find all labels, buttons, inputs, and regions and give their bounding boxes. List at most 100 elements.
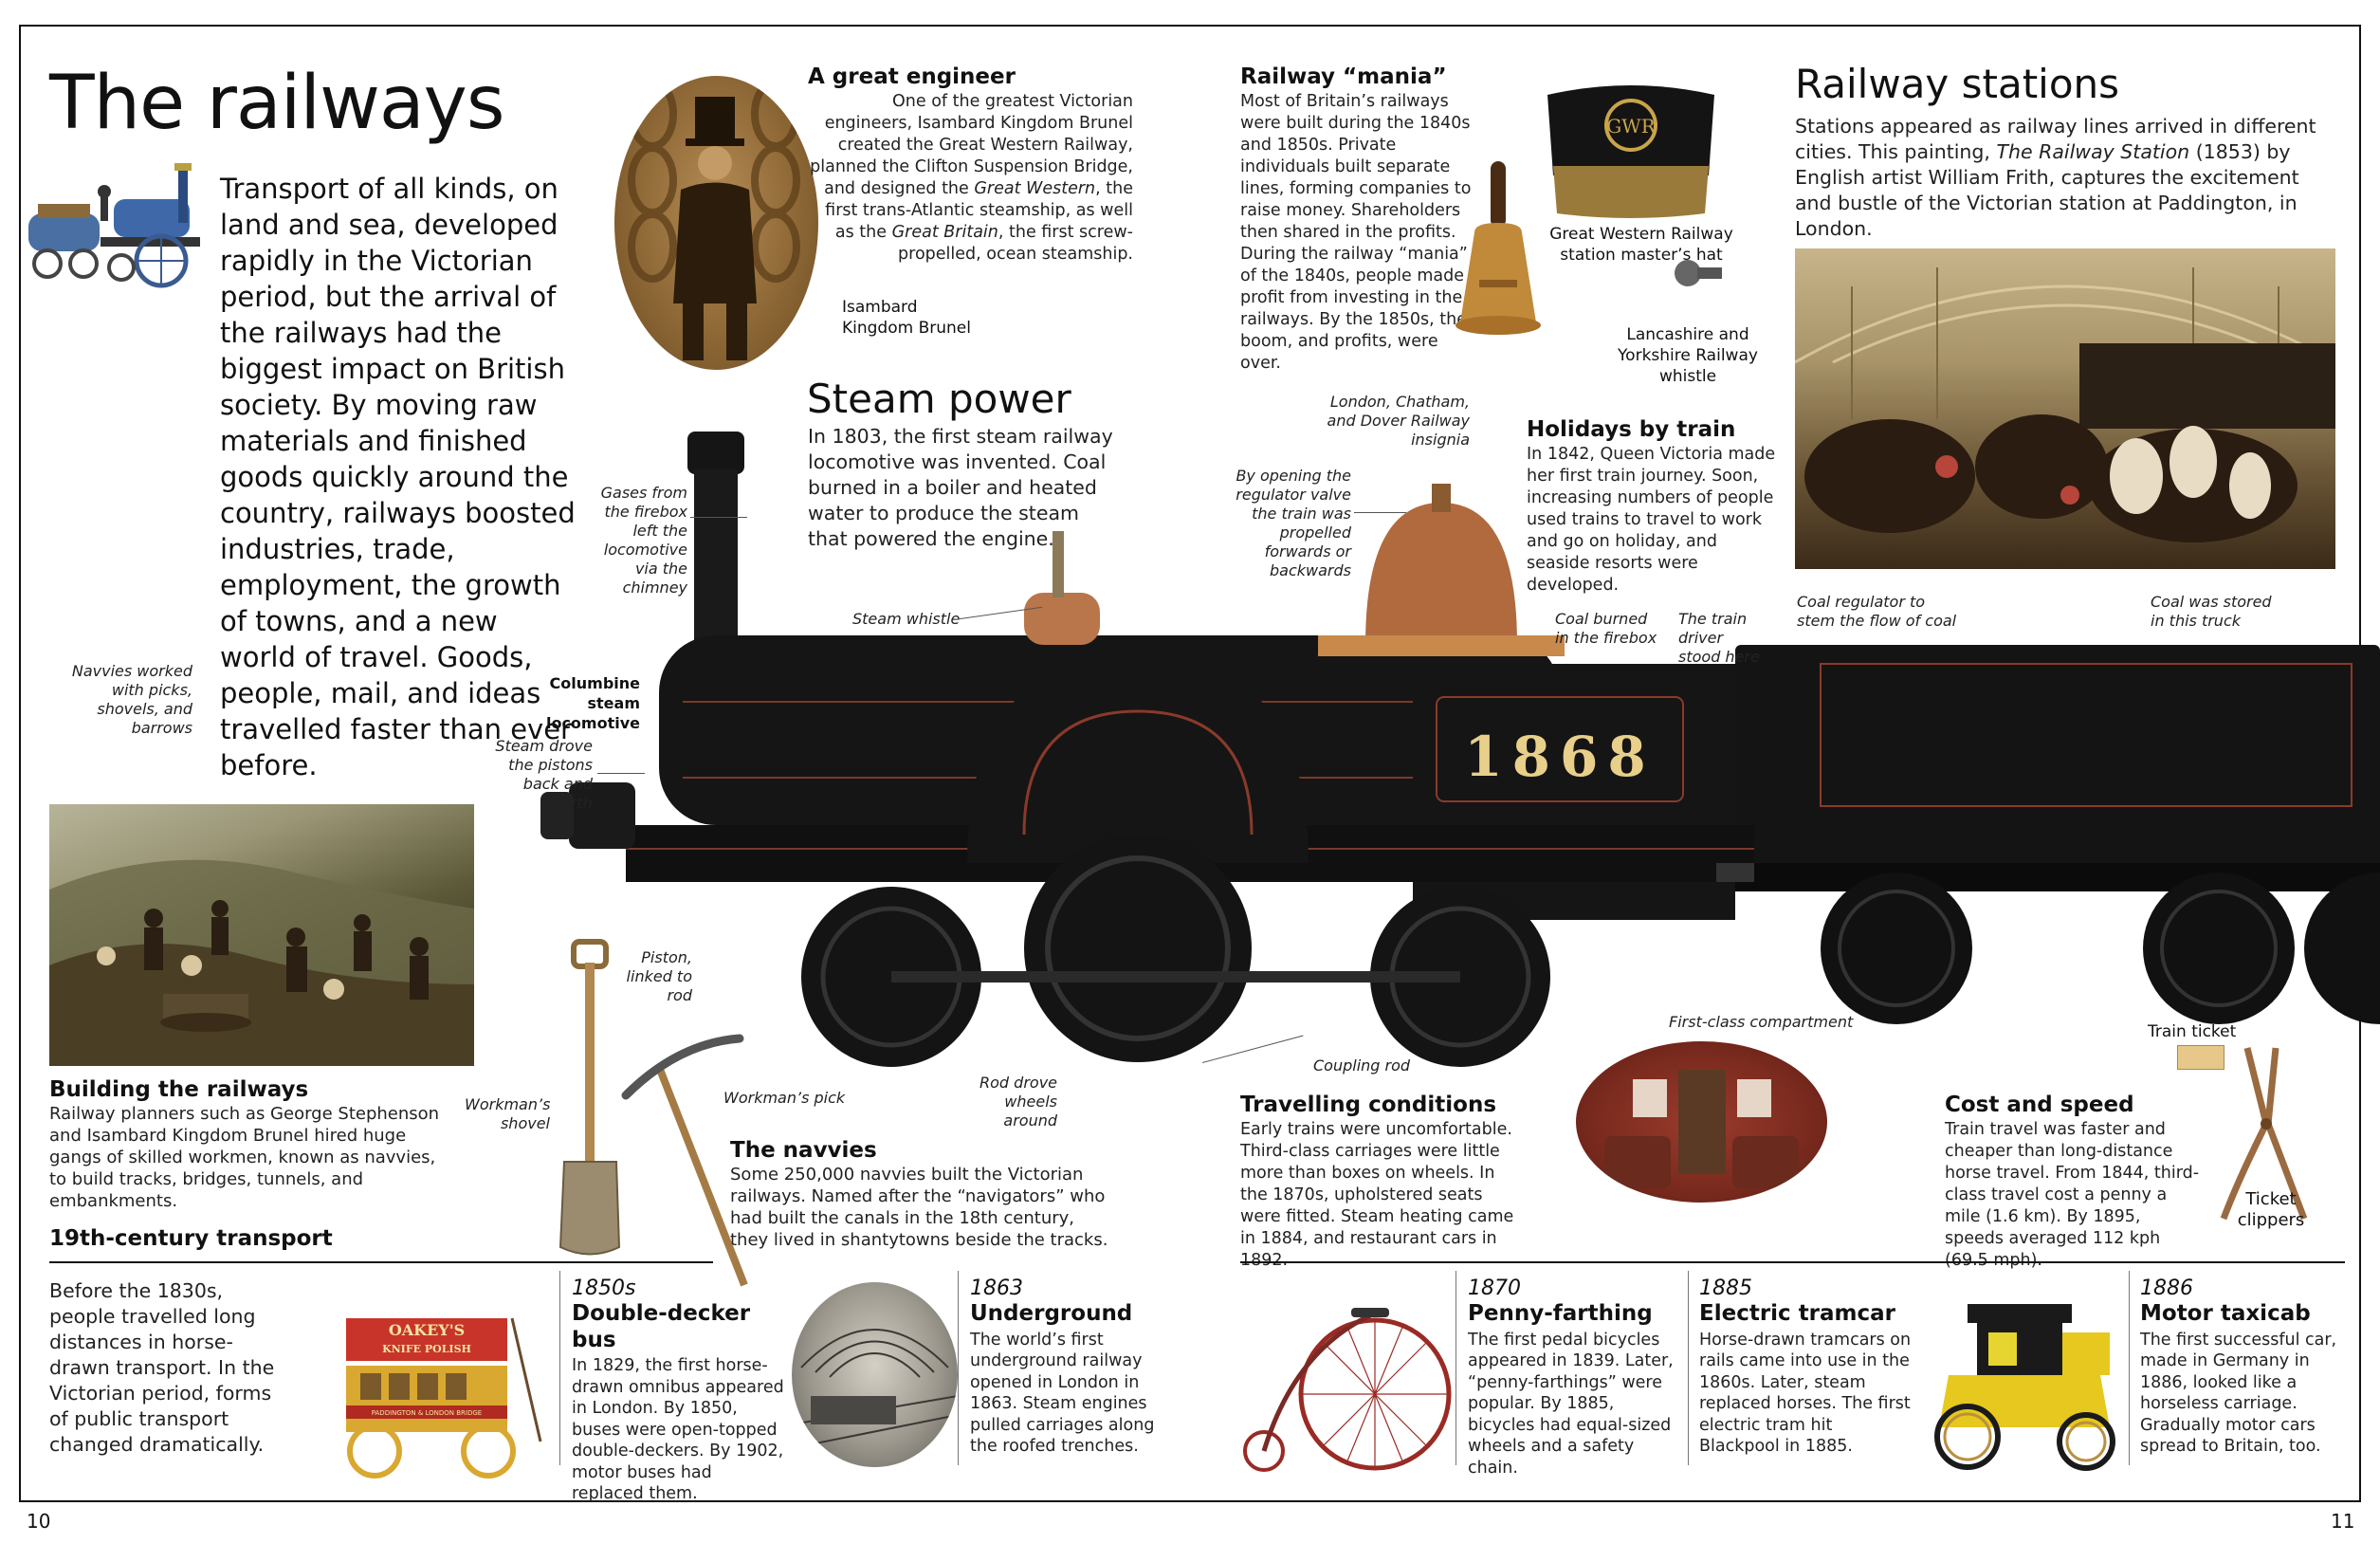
- transport-heading: 19th-century transport: [49, 1226, 333, 1251]
- navvies-tools-caption: Navvies worked with picks, shovels, and …: [71, 662, 192, 737]
- timeline-year: 1850s: [572, 1277, 636, 1300]
- conditions-heading: Travelling conditions: [1240, 1093, 1497, 1117]
- first-class-compartment-photo: [1576, 1041, 1827, 1203]
- transport-intro: Before the 1830s, people travelled long …: [49, 1279, 275, 1456]
- timeline-item-bus: 1850s Double-decker bus In 1829, the fir…: [572, 1278, 785, 1505]
- engineer-text-italic-2: Great Britain: [891, 223, 998, 242]
- mania-heading: Railway “mania”: [1240, 64, 1447, 89]
- motor-taxicab-illustration: [1934, 1304, 2115, 1471]
- timeline-title: Double-decker bus: [572, 1301, 751, 1352]
- double-decker-bus-illustration: OAKEY'S KNIFE POLISH PADDINGTON & LONDON…: [346, 1317, 542, 1479]
- ticket-caption: Train ticket: [2148, 1022, 2237, 1041]
- conditions-text: Early trains were uncomfortable. Third-c…: [1240, 1120, 1514, 1270]
- steam-drove-label: Steam drove the pistons back and forth: [495, 737, 593, 812]
- engineer-heading: A great engineer: [808, 64, 1016, 89]
- engineer-text: One of the greatest Victorian engineers,…: [806, 91, 1133, 266]
- engineer-text-part-1: One of the greatest Victorian engineers,…: [810, 92, 1133, 198]
- building-heading: Building the railways: [49, 1077, 309, 1102]
- engineer-text-part-3: , the first screw-propelled, ocean steam…: [898, 223, 1133, 264]
- holidays-text: In 1842, Queen Victoria made her first t…: [1527, 445, 1776, 595]
- steam-heading: Steam power: [807, 376, 1071, 422]
- columbine-label: Columbine steam locomotive: [545, 674, 640, 732]
- cost-text: Train travel was faster and cheaper than…: [1945, 1120, 2200, 1270]
- intro-text: Transport of all kinds, on land and sea,…: [220, 173, 576, 781]
- ticket-clippers-illustration: [2220, 1047, 2308, 1221]
- railway-station-painting: [1795, 248, 2335, 569]
- building-text: Railway planners such as George Stephens…: [49, 1104, 440, 1211]
- bus-sign-3: PADDINGTON & LONDON BRIDGE: [372, 1409, 482, 1417]
- cost-heading: Cost and speed: [1945, 1093, 2134, 1117]
- station-master-hat-illustration: GWR: [1547, 85, 1714, 218]
- shovel-caption: Workman’s shovel: [465, 1095, 551, 1132]
- holidays-heading: Holidays by train: [1527, 417, 1736, 442]
- bus-sign-2: KNIFE POLISH: [382, 1343, 471, 1355]
- right-page-number: 11: [2331, 1510, 2355, 1533]
- timeline-divider-2: [958, 1271, 959, 1465]
- bus-sign-1: OAKEY'S: [389, 1321, 465, 1339]
- hat-badge: GWR: [1606, 115, 1657, 138]
- brunel-portrait: [614, 76, 818, 370]
- timeline-year: 1870: [1468, 1277, 1521, 1300]
- mania-text: Most of Britain’s railways were built du…: [1240, 92, 1472, 373]
- columbine-locomotive-illustration: 1868: [540, 432, 2380, 1067]
- steam-text: In 1803, the first steam railway locomot…: [808, 425, 1113, 550]
- rod-drove-label: Rod drove wheels around: [979, 1074, 1057, 1130]
- timeline-divider-4: [1688, 1271, 1689, 1465]
- coal-burned-label: Coal burned in the firebox: [1555, 610, 1657, 647]
- underground-engraving: [792, 1282, 958, 1467]
- timeline-text: The world’s first underground railway op…: [970, 1330, 1155, 1457]
- timeline-text: Horse-drawn tramcars on rails came into …: [1699, 1330, 1912, 1457]
- rocket-locomotive-illustration: [28, 163, 200, 288]
- stations-text: Stations appeared as railway lines arriv…: [1795, 114, 2340, 242]
- whistle-label: Steam whistle: [852, 610, 961, 628]
- first-class-label: First-class compartment: [1669, 1013, 1854, 1031]
- stations-text-part-1: Stations appeared as railway lines arriv…: [1795, 115, 2316, 163]
- timeline-divider-1: [559, 1271, 560, 1465]
- insignia-caption: London, Chatham, and Dover Railway insig…: [1327, 393, 1470, 449]
- intro-paragraph: Transport of all kinds, on land and sea,…: [49, 171, 580, 783]
- timeline-year: 1863: [970, 1277, 1023, 1300]
- timeline-title: Penny-farthing: [1468, 1301, 1653, 1326]
- train-ticket-illustration: [2177, 1045, 2224, 1070]
- timeline-item-tramcar: 1885 Electric tramcar Horse-drawn tramca…: [1699, 1278, 1917, 1458]
- stations-text-part-2: (1853) by English artist William Frith, …: [1795, 140, 2299, 240]
- navvies-painting: [49, 804, 474, 1066]
- timeline-text: The first pedal bicycles appeared in 183…: [1468, 1330, 1674, 1478]
- gases-label: Gases from the firebox left the locomoti…: [600, 484, 687, 597]
- timeline-title: Motor taxicab: [2140, 1301, 2311, 1326]
- railway-whistle-illustration: [1675, 260, 1722, 286]
- brunel-caption: Isambard Kingdom Brunel: [842, 298, 971, 338]
- gases-leader: [690, 517, 747, 518]
- navvies-heading: The navvies: [730, 1138, 877, 1163]
- railway-bell-illustration: [1455, 161, 1541, 335]
- coupling-label: Coupling rod: [1313, 1056, 1411, 1075]
- timeline-text: In 1829, the first horse-drawn omnibus a…: [572, 1356, 784, 1504]
- timeline-year: 1886: [2140, 1277, 2193, 1300]
- coal-stored-label: Coal was stored in this truck: [2151, 593, 2272, 630]
- piston-label: Piston, linked to rod: [626, 948, 692, 1004]
- locomotive-number: 1868: [1464, 725, 1655, 789]
- penny-farthing-illustration: [1243, 1308, 1452, 1472]
- stations-text-italic: The Railway Station: [1996, 140, 2190, 163]
- timeline-title: Underground: [970, 1301, 1133, 1326]
- engineer-text-italic-1: Great Western: [974, 179, 1096, 198]
- coal-regulator-label: Coal regulator to stem the flow of coal: [1797, 593, 1957, 630]
- driver-label: The train driver stood here: [1678, 610, 1760, 666]
- engineer-text-part-2: , the first trans-Atlantic steamship, as…: [825, 179, 1133, 242]
- pick-caption: Workman’s pick: [723, 1089, 846, 1107]
- page-title: The railways: [49, 61, 504, 146]
- left-page-number: 10: [27, 1510, 51, 1533]
- transport-rule-right: [1240, 1261, 2345, 1263]
- timeline-title: Electric tramcar: [1699, 1301, 1896, 1326]
- timeline-year: 1885: [1699, 1277, 1752, 1300]
- hat-caption: Great Western Railway station master’s h…: [1549, 225, 1733, 265]
- shovel-and-pick-illustration: [558, 939, 748, 1287]
- timeline-text: The first successful car, made in German…: [2140, 1330, 2337, 1457]
- clippers-caption: Ticket clippers: [2237, 1189, 2305, 1230]
- regulator-leader: [1354, 512, 1406, 513]
- timeline-divider-3: [1455, 1271, 1456, 1465]
- regulator-label: By opening the regulator valve the train…: [1236, 467, 1351, 579]
- transport-rule-left: [49, 1261, 713, 1263]
- navvies-text: Some 250,000 navvies built the Victorian…: [730, 1165, 1108, 1250]
- whistle-caption: Lancashire and Yorkshire Railway whistle: [1618, 325, 1758, 386]
